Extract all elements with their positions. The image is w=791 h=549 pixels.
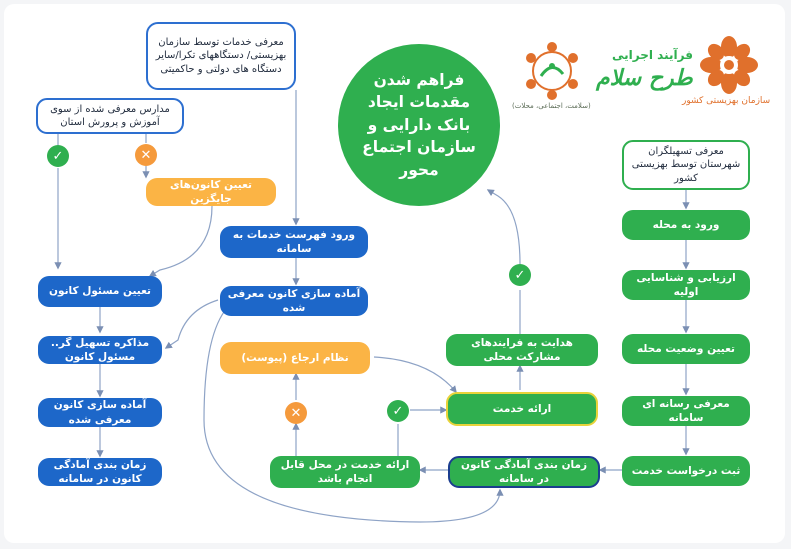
salam-emblem-caption: (سلامت، اجتماعی، محلات) <box>512 102 591 110</box>
guide-participation-node: هدایت به فرایندهای مشارکت محلی <box>446 334 598 366</box>
salam-emblem-logo <box>521 40 583 102</box>
intro-services-node: معرفی خدمات توسط سازمان بهزیستی/ دستگاهه… <box>146 22 296 90</box>
request-node: ثبت درخواست خدمت <box>622 456 750 486</box>
check-icon: ✓ <box>509 264 531 286</box>
alt-centers-node: تعیین کانون‌های جایگزین <box>146 178 276 206</box>
cross-icon: ✕ <box>285 402 307 424</box>
cross-icon: ✕ <box>135 144 157 166</box>
wire-referral-deliver <box>373 356 457 394</box>
assign-officer-node: تعیین مسئول کانون <box>38 276 162 307</box>
schedule-left-node: زمان بندی آمادگی کانون در سامانه <box>38 458 162 486</box>
enter-services-node: ورود فهرست خدمات به سامانه <box>220 226 368 258</box>
facilitators-node: معرفی تسهیلگران شهرستان توسط بهزیستی کشو… <box>622 140 750 190</box>
main-goal-circle: فراهم شدن مقدمات ایجاد بانک دارایی و ساز… <box>338 44 500 206</box>
status-node: تعیین وضعیت محله <box>622 334 750 364</box>
deliver-local-node: ارائه خدمت در محل قابل انجام باشد <box>270 456 420 488</box>
check-icon: ✓ <box>387 400 409 422</box>
facilitator-talk-node: مذاکره تسهیل گر.. مسئول کانون <box>38 336 162 364</box>
wire-prepare-talk <box>164 299 219 349</box>
deliver-node: ارائه خدمت <box>446 392 598 426</box>
prepare-center-mid-node: آماده سازی کانون معرفی شده <box>220 286 368 316</box>
program-title-line1: فرآیند اجرایی <box>612 48 693 62</box>
wire-alt-officer <box>148 205 213 277</box>
schedule-mid-node: زمان بندی آمادگی کانون در سامانه <box>448 456 600 488</box>
enter-neighborhood-node: ورود به محله <box>622 210 750 240</box>
assessment-node: ارزیابی و شناسایی اولیه <box>622 270 750 300</box>
program-title-line2: طرح سلام <box>596 66 693 91</box>
referral-node: نظام ارجاع (پیوست) <box>220 342 370 374</box>
behzisti-caption: سازمان بهزیستی کشور <box>682 96 771 106</box>
intro-schools-node: مدارس معرفی شده از سوی آموزش و پرورش است… <box>36 98 184 134</box>
behzisti-flower-logo <box>700 36 758 94</box>
check-icon: ✓ <box>47 145 69 167</box>
media-node: معرفی رسانه ای سامانه <box>622 396 750 426</box>
prepare-center-left-node: آماده سازی کانون معرفی شده <box>38 398 162 427</box>
wire-check-circle <box>486 189 521 265</box>
wire-prepare-schedule-mid <box>203 299 504 523</box>
